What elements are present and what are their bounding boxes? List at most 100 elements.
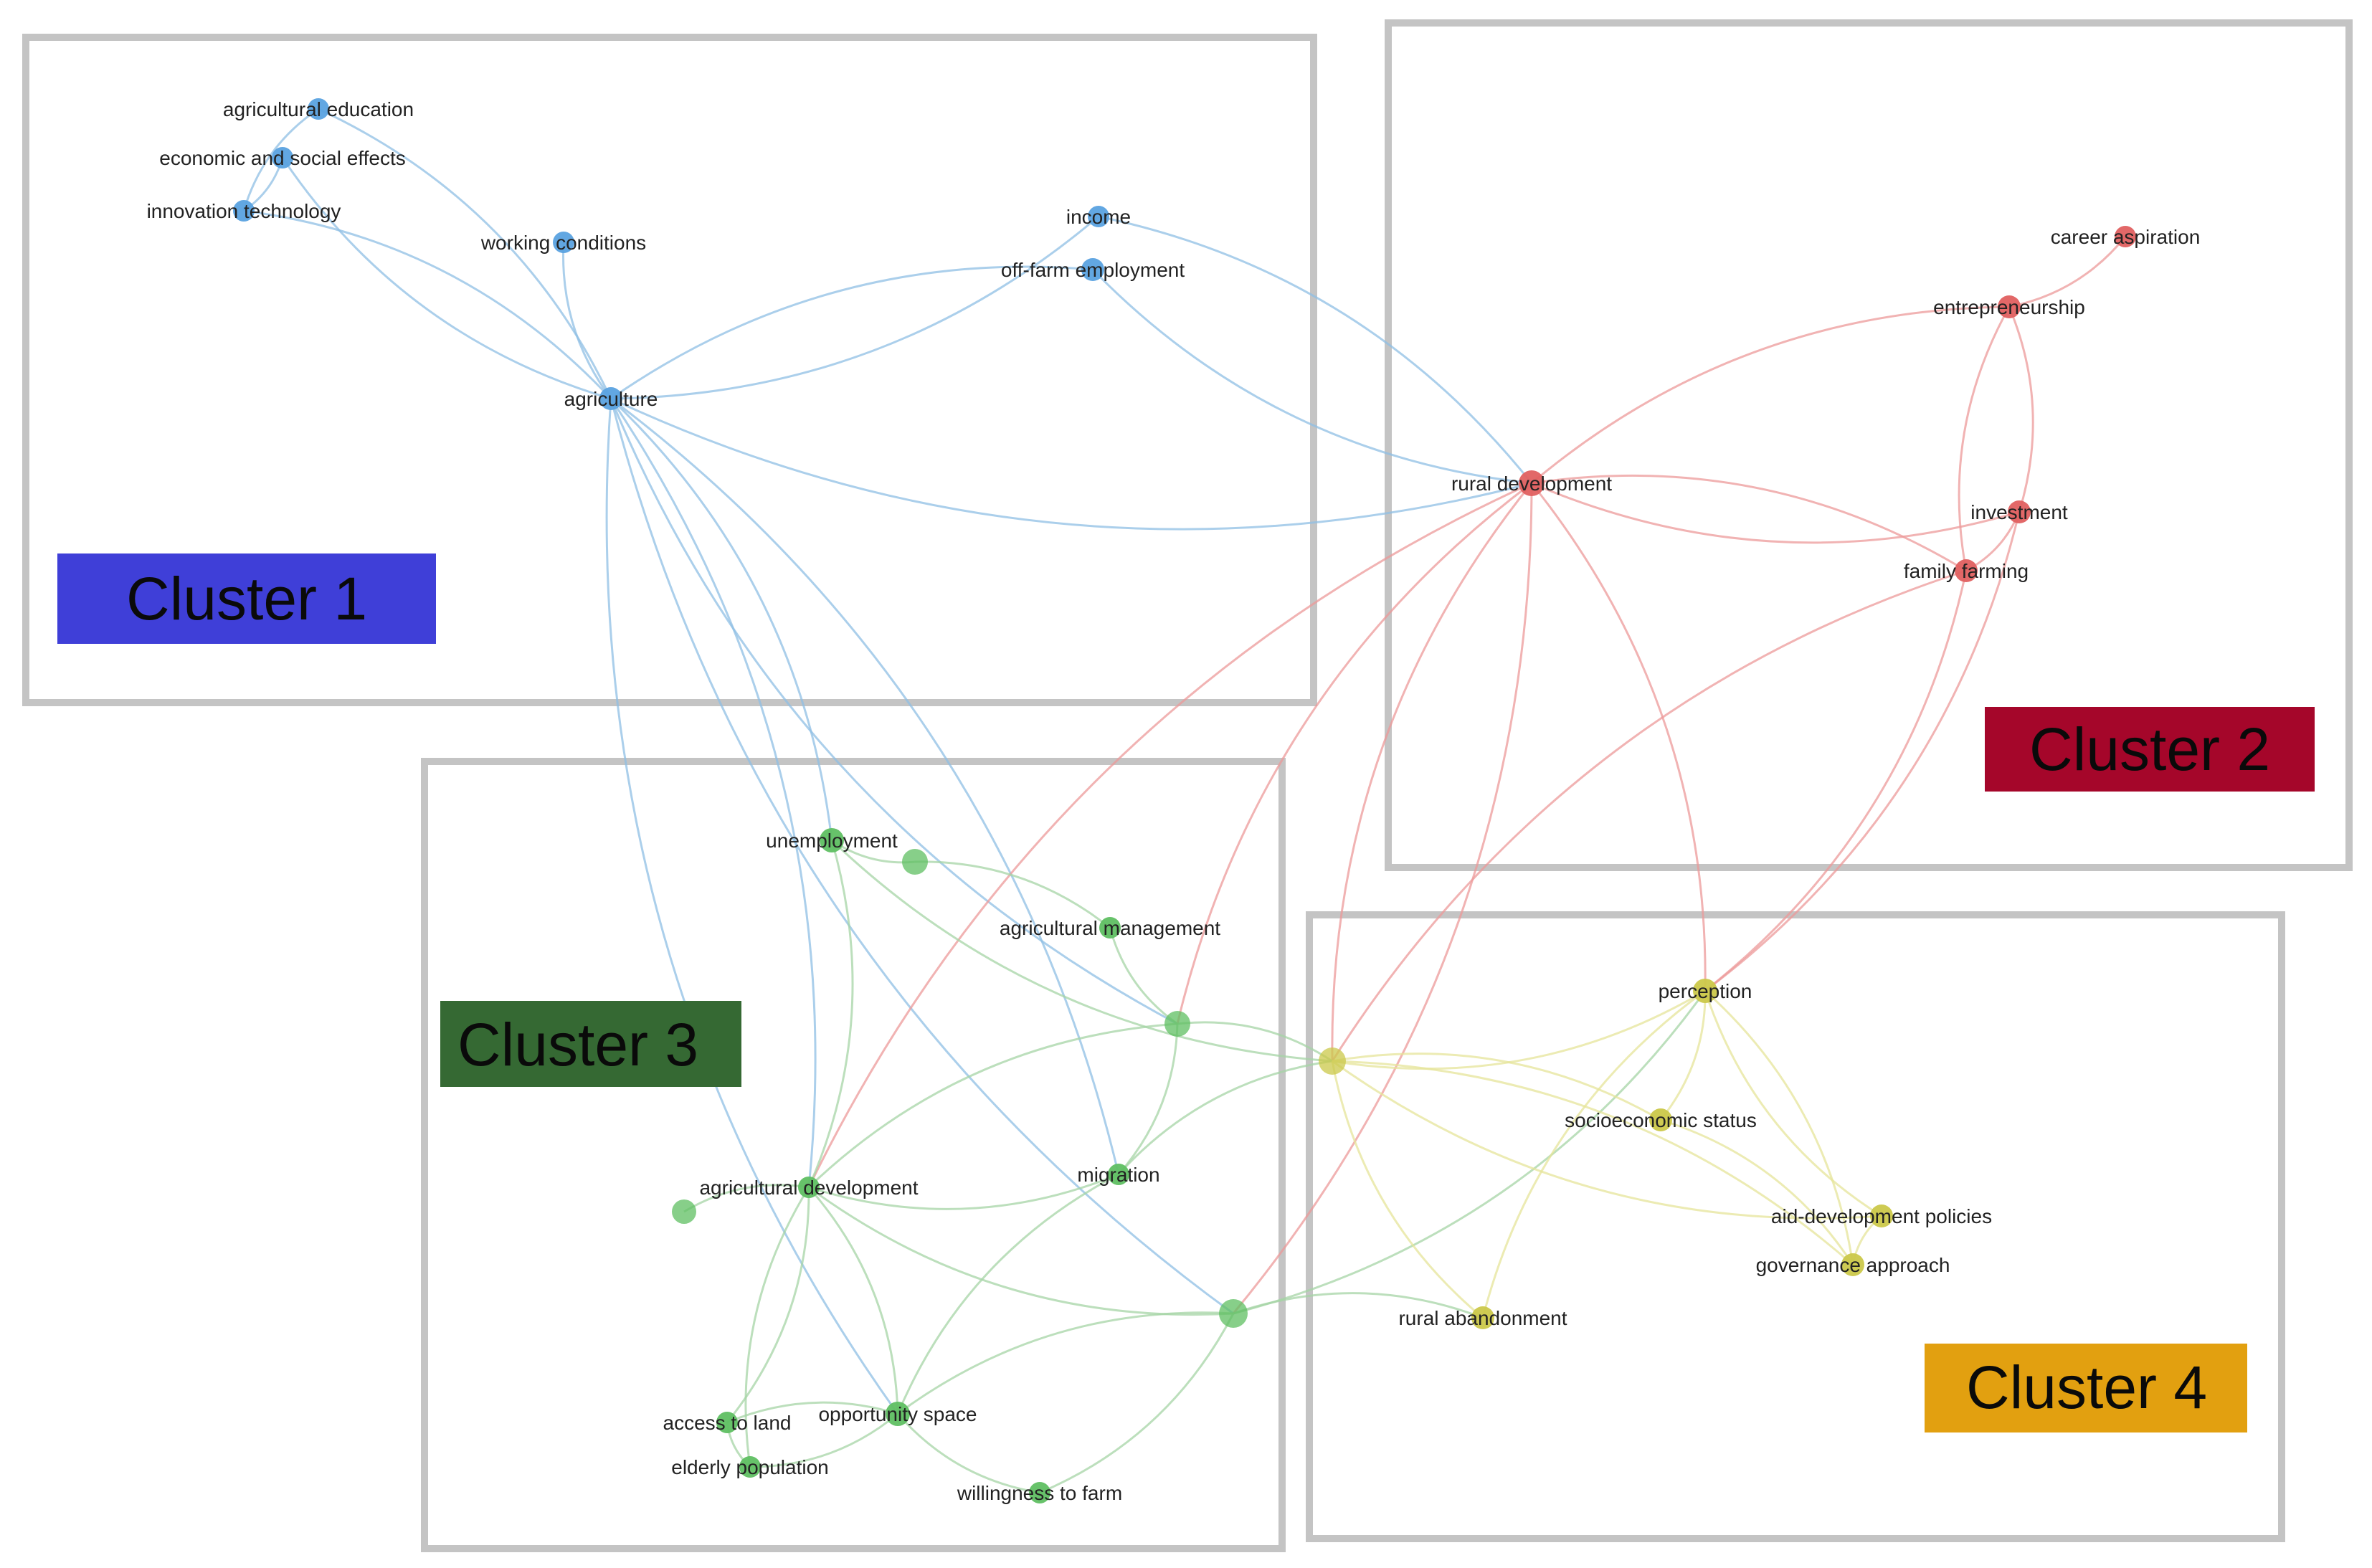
edge-socioeconomic_status-governance_approach [1660,1118,1854,1265]
node-label-family_farming: family farming [1904,560,2029,582]
cluster-1-badge: Cluster 1 [57,553,436,644]
node-label-innovation_technology: innovation technology [147,200,341,222]
node-unemployment[interactable] [820,828,844,852]
edge-agriculture-rural_development [610,397,1532,531]
node-label-agricultural_management: agricultural management [1000,917,1220,939]
cluster-2-label: Cluster 2 [2029,716,2270,783]
edge-migration-y_unlabeled_1 [1117,1060,1333,1176]
node-innovation_technology[interactable] [233,200,255,222]
node-family_farming[interactable] [1955,559,1978,582]
edge-agricultural_development-opportunity_space [807,1187,899,1415]
node-label-migration: migration [1077,1164,1159,1186]
node-entrepreneurship[interactable] [1998,295,2021,318]
node-access_to_land[interactable] [716,1412,738,1433]
node-label-aid_development_policies: aid-development policies [1771,1205,1992,1227]
edge-agriculture-opportunity_space [605,398,899,1415]
edge-agriculture-unemployment [609,397,833,841]
node-g_unlabeled_1[interactable] [902,849,928,875]
node-g_unlabeled_2[interactable] [1164,1011,1190,1037]
node-agriculture[interactable] [599,387,622,410]
edge-agriculture-economic_social_effects [281,157,612,400]
edge-layer [242,108,2127,1494]
node-label-unemployment: unemployment [766,830,898,852]
node-label-governance_approach: governance approach [1756,1254,1950,1276]
edge-rural_development-family_farming [1531,474,1967,572]
edge-agriculture-agricultural_education [318,108,612,399]
node-economic_social_effects[interactable] [272,147,293,168]
edge-agricultural_development-elderly_population [744,1187,810,1468]
edge-agriculture-agricultural_development [609,398,817,1188]
cluster-1-badge-box [57,553,436,644]
node-governance_approach[interactable] [1841,1253,1864,1276]
edge-rural_development-g_unlabeled_2 [1176,482,1532,1025]
node-investment[interactable] [2008,500,2031,523]
edge-g_unlabeled_2-migration [1117,1023,1179,1175]
node-rural_development[interactable] [1519,470,1545,496]
node-g_unlabeled_4[interactable] [1219,1299,1248,1328]
node-agricultural_education[interactable] [308,98,329,120]
cluster-badge-layer: Cluster 1 Cluster 2 Cluster 3 Cluster 4 [57,553,2315,1432]
node-layer [233,98,2136,1503]
node-socioeconomic_status[interactable] [1649,1108,1672,1131]
cluster-3-box [421,758,1286,1552]
edge-rural_development-y_unlabeled_1 [1331,483,1533,1062]
node-label-perception: perception [1659,980,1752,1002]
node-agricultural_development[interactable] [798,1177,820,1198]
node-label-agricultural_education: agricultural education [223,98,414,120]
edge-agriculture-innovation_technology [243,209,612,400]
edge-y_unlabeled_1-perception [1332,989,1706,1070]
node-label-opportunity_space: opportunity space [818,1403,977,1425]
node-g_unlabeled_3[interactable] [672,1199,696,1224]
node-label-agricultural_development: agricultural development [699,1177,918,1199]
node-label-elderly_population: elderly population [671,1456,829,1478]
edge-agriculture-g_unlabeled_4 [609,398,1234,1315]
edge-perception-rural_abandonment [1481,989,1706,1318]
edge-y_unlabeled_1-aid_development_policies [1332,1060,1882,1220]
edge-family_farming-y_unlabeled_1 [1331,569,1967,1062]
cluster-3-badge-box [440,1001,741,1087]
edge-rural_development-g_unlabeled_4 [1232,483,1533,1314]
node-label-working_conditions: working conditions [480,232,646,254]
cluster-3-label: Cluster 3 [457,1011,698,1078]
edge-agricultural_development-migration [808,1173,1119,1210]
node-label-agriculture: agriculture [564,388,658,410]
node-perception[interactable] [1693,979,1717,1003]
edge-perception-socioeconomic_status [1659,990,1707,1121]
node-label-income: income [1066,206,1131,228]
node-aid_development_policies[interactable] [1870,1204,1893,1227]
node-agricultural_management[interactable] [1099,917,1121,939]
node-label-investment: investment [1970,501,2068,523]
node-elderly_population[interactable] [739,1456,761,1478]
edge-investment-perception [1704,511,2021,992]
node-career_aspiration[interactable] [2115,226,2136,247]
edge-entrepreneurship-family_farming [1958,306,2011,571]
node-label-access_to_land: access to land [663,1412,792,1434]
edge-rural_development-entrepreneurship [1531,305,2010,485]
edge-g_unlabeled_4-willingness_to_farm [1039,1313,1235,1494]
node-working_conditions[interactable] [553,232,574,253]
edge-unemployment-agricultural_development [807,840,854,1188]
cluster-4-box [1306,911,2285,1542]
node-income[interactable] [1088,206,1109,227]
cluster-1-box [22,34,1317,706]
edge-income-rural_development [1098,215,1533,484]
edge-family_farming-perception [1704,570,1968,992]
cluster-2-box [1385,19,2353,871]
node-y_unlabeled_1[interactable] [1319,1047,1346,1075]
edge-agricultural_development-g_unlabeled_4 [808,1186,1234,1316]
node-label-career_aspiration: career aspiration [2051,226,2201,248]
node-rural_abandonment[interactable] [1471,1306,1494,1329]
node-willingness_to_farm[interactable] [1029,1482,1050,1503]
edge-agriculture-working_conditions [562,242,612,399]
edge-perception-governance_approach [1704,989,1854,1265]
node-label-socioeconomic_status: socioeconomic status [1565,1109,1757,1131]
edge-g_unlabeled_4-perception [1233,990,1707,1315]
node-migration[interactable] [1108,1164,1129,1185]
cluster-2-badge-box [1985,707,2315,792]
node-opportunity_space[interactable] [886,1402,910,1426]
edge-agriculture-off_farm_employment [610,265,1094,400]
node-off_farm_employment[interactable] [1081,258,1104,281]
edge-rural_development-investment [1531,482,2020,544]
